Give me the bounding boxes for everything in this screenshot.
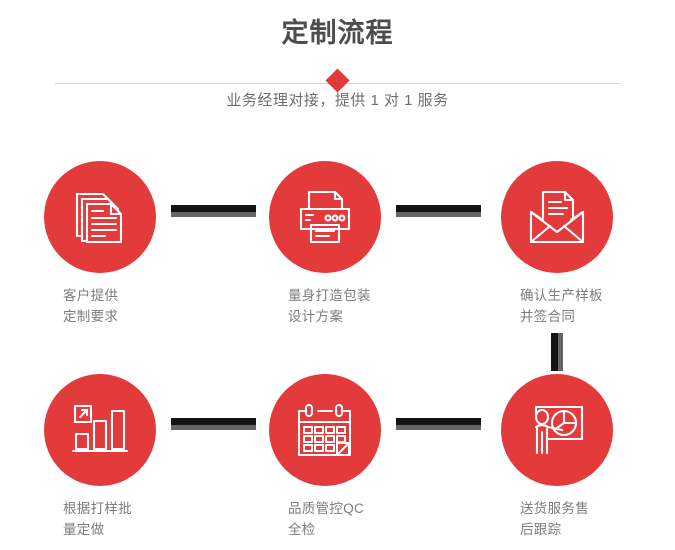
step-6-circle[interactable]: [501, 374, 613, 486]
documents-icon: [69, 186, 131, 248]
step-3-label: 确认生产样板 并签合同: [520, 288, 603, 324]
header-block: 定制流程 业务经理对接，提供 1 对 1 服务: [0, 0, 675, 130]
connector-bar-gray: [171, 425, 256, 430]
connector-step2-step3: [396, 205, 481, 217]
step-6-label: 送货服务售 后跟踪: [520, 501, 589, 537]
page-title: 定制流程: [281, 18, 394, 48]
connector-step4-step5: [171, 418, 256, 430]
step-1-label: 客户提供 定制要求: [63, 288, 119, 324]
connector-bar-dark: [171, 418, 256, 425]
title-divider: [55, 68, 620, 96]
connector-bar-gray: [396, 212, 481, 217]
connector-bar-gray: [558, 333, 563, 371]
bar-chart-growth-icon: [70, 401, 130, 459]
step-4-circle[interactable]: [44, 374, 156, 486]
envelope-document-icon: [525, 188, 589, 246]
connector-bar-dark: [551, 333, 558, 371]
connector-step5-step6: [396, 418, 481, 430]
presenter-pie-chart-icon: [526, 399, 588, 461]
printer-icon: [293, 187, 357, 247]
connector-bar-dark: [396, 418, 481, 425]
connector-bar-dark: [171, 205, 256, 212]
step-1-circle[interactable]: [44, 161, 156, 273]
step-2-circle[interactable]: [269, 161, 381, 273]
step-2-label: 量身打造包装 设计方案: [288, 288, 371, 324]
diamond-icon: [325, 68, 350, 93]
step-4-label: 根据打样批 量定做: [63, 501, 132, 537]
page-subtitle: 业务经理对接，提供 1 对 1 服务: [226, 92, 449, 109]
connector-bar-dark: [396, 205, 481, 212]
step-5-circle[interactable]: [269, 374, 381, 486]
connector-step1-step2: [171, 205, 256, 217]
step-3-circle[interactable]: [501, 161, 613, 273]
connector-bar-gray: [396, 425, 481, 430]
connector-bar-gray: [171, 212, 256, 217]
connector-step3-step6: [551, 333, 563, 371]
calendar-check-icon: [294, 401, 356, 459]
step-5-label: 品质管控QC 全检: [288, 501, 365, 537]
